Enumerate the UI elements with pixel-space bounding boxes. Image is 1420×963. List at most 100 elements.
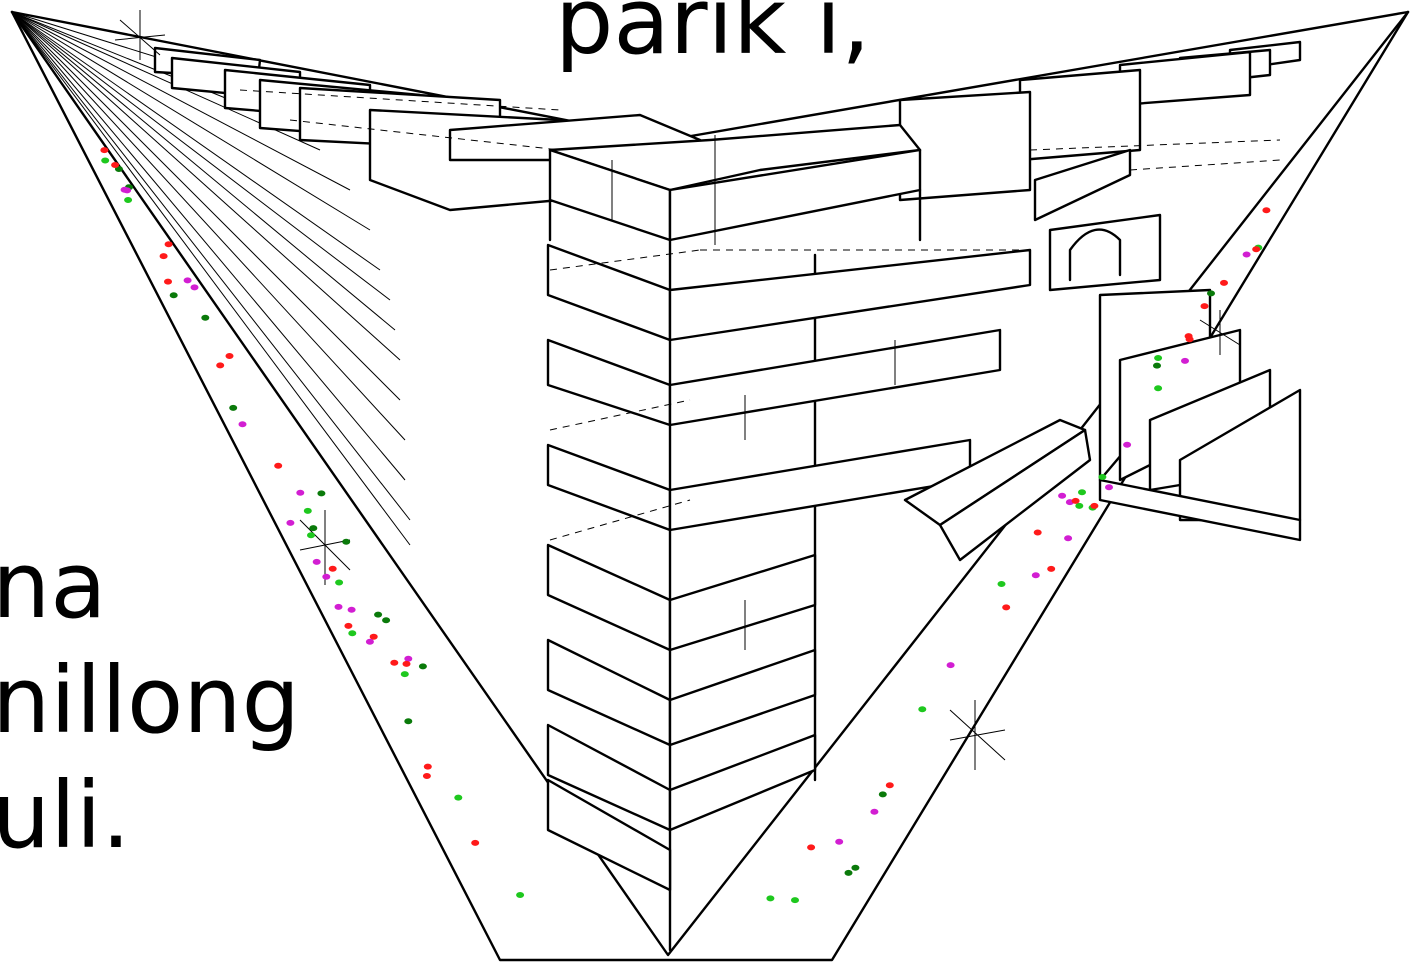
- street-dot: [322, 573, 331, 580]
- street-dot: [120, 186, 129, 193]
- construction-ray: [11, 11, 401, 401]
- street-dot: [164, 278, 172, 285]
- street-dot: [418, 663, 427, 670]
- street-dot: [286, 519, 295, 526]
- street-dot: [997, 581, 1006, 587]
- left-vanishing-rays: [11, 11, 411, 546]
- street-dot: [100, 147, 109, 154]
- street-dot: [190, 284, 199, 291]
- street-dot: [422, 773, 431, 779]
- street-dot: [229, 404, 238, 411]
- street-dot: [335, 579, 344, 586]
- street-dot: [1154, 355, 1163, 361]
- street-dot: [169, 292, 178, 299]
- street-dot: [201, 314, 210, 321]
- caption-left-line-3: uli.: [0, 762, 131, 869]
- street-dot: [404, 655, 413, 662]
- street-dot: [365, 638, 374, 645]
- street-dot: [1242, 251, 1251, 258]
- construction-ray: [11, 11, 411, 521]
- street-dot: [946, 662, 955, 669]
- construction-ray: [11, 11, 411, 546]
- street-dot: [374, 611, 383, 618]
- street-dot: [225, 353, 234, 359]
- construction-ray: [11, 11, 406, 441]
- street-dot: [1075, 502, 1084, 509]
- street-dot: [766, 895, 775, 902]
- street-dot: [1078, 489, 1086, 496]
- street-dot: [312, 558, 321, 565]
- street-dot: [296, 489, 305, 496]
- street-dot: [369, 633, 378, 640]
- street-dot: [791, 897, 799, 904]
- street-dot: [1220, 279, 1228, 286]
- street-dot: [1090, 502, 1099, 509]
- caption-left-line-2: nillong: [0, 647, 300, 754]
- right-back-buildings: [898, 40, 1302, 202]
- street-dot: [1123, 441, 1132, 448]
- street-dot: [101, 157, 110, 164]
- street-dot: [404, 718, 413, 725]
- street-dot: [303, 507, 312, 514]
- street-dot: [1105, 484, 1113, 491]
- street-dot: [344, 622, 353, 629]
- street-dot: [918, 706, 927, 713]
- street-dot: [1033, 529, 1042, 536]
- street-dot: [471, 839, 480, 846]
- street-dot: [124, 197, 133, 203]
- street-dot: [1031, 572, 1040, 579]
- construction-ray: [11, 11, 396, 331]
- street-dot: [1154, 385, 1163, 392]
- street-dot: [400, 671, 409, 678]
- street-dot: [1185, 336, 1194, 343]
- street-dot: [851, 864, 860, 871]
- construction-ray: [11, 11, 381, 271]
- street-dot: [334, 603, 343, 610]
- street-dot: [1181, 357, 1189, 364]
- street-dot: [159, 253, 168, 260]
- street-dot: [1252, 246, 1261, 253]
- street-dot: [835, 838, 844, 845]
- street-dot: [309, 525, 318, 532]
- street-dot: [1002, 604, 1011, 611]
- street-dot: [183, 277, 192, 284]
- street-dot: [878, 791, 887, 798]
- street-dot: [1098, 474, 1107, 480]
- street-dots: [100, 147, 1271, 904]
- street-dot: [274, 462, 283, 469]
- street-dot: [111, 162, 120, 168]
- corner-tower: [546, 123, 1032, 952]
- street-dot: [164, 241, 173, 248]
- street-dot: [342, 538, 351, 545]
- construction-ray: [11, 11, 391, 301]
- left-back-buildings: [153, 46, 702, 212]
- construction-ray: [11, 11, 406, 481]
- street-dot: [317, 490, 326, 497]
- construction-ray: [11, 11, 351, 191]
- street-dot: [1200, 303, 1209, 310]
- street-dot: [347, 606, 356, 613]
- street-dot: [1153, 362, 1161, 369]
- caption-top: parik i,: [555, 0, 871, 75]
- street-dot: [885, 782, 894, 789]
- street-dot: [402, 660, 411, 667]
- construction-ray: [11, 11, 371, 231]
- street-dot: [238, 421, 247, 428]
- street-dot: [1058, 492, 1067, 499]
- street-dot: [423, 763, 432, 770]
- street-dot: [307, 532, 315, 539]
- street-dot: [390, 659, 399, 666]
- right-steps-and-arch: [903, 148, 1302, 562]
- caption-left-line-1: na: [0, 532, 107, 639]
- construction-ray: [11, 11, 401, 361]
- street-dot: [1071, 497, 1080, 504]
- street-dot: [807, 844, 816, 851]
- sparkle-marks: [114, 10, 1241, 770]
- street-dot: [454, 794, 463, 801]
- street-dot: [1207, 290, 1215, 297]
- street-dot: [348, 630, 357, 637]
- street-dot: [216, 362, 225, 369]
- street-dot: [844, 869, 853, 876]
- street-dot: [870, 808, 879, 815]
